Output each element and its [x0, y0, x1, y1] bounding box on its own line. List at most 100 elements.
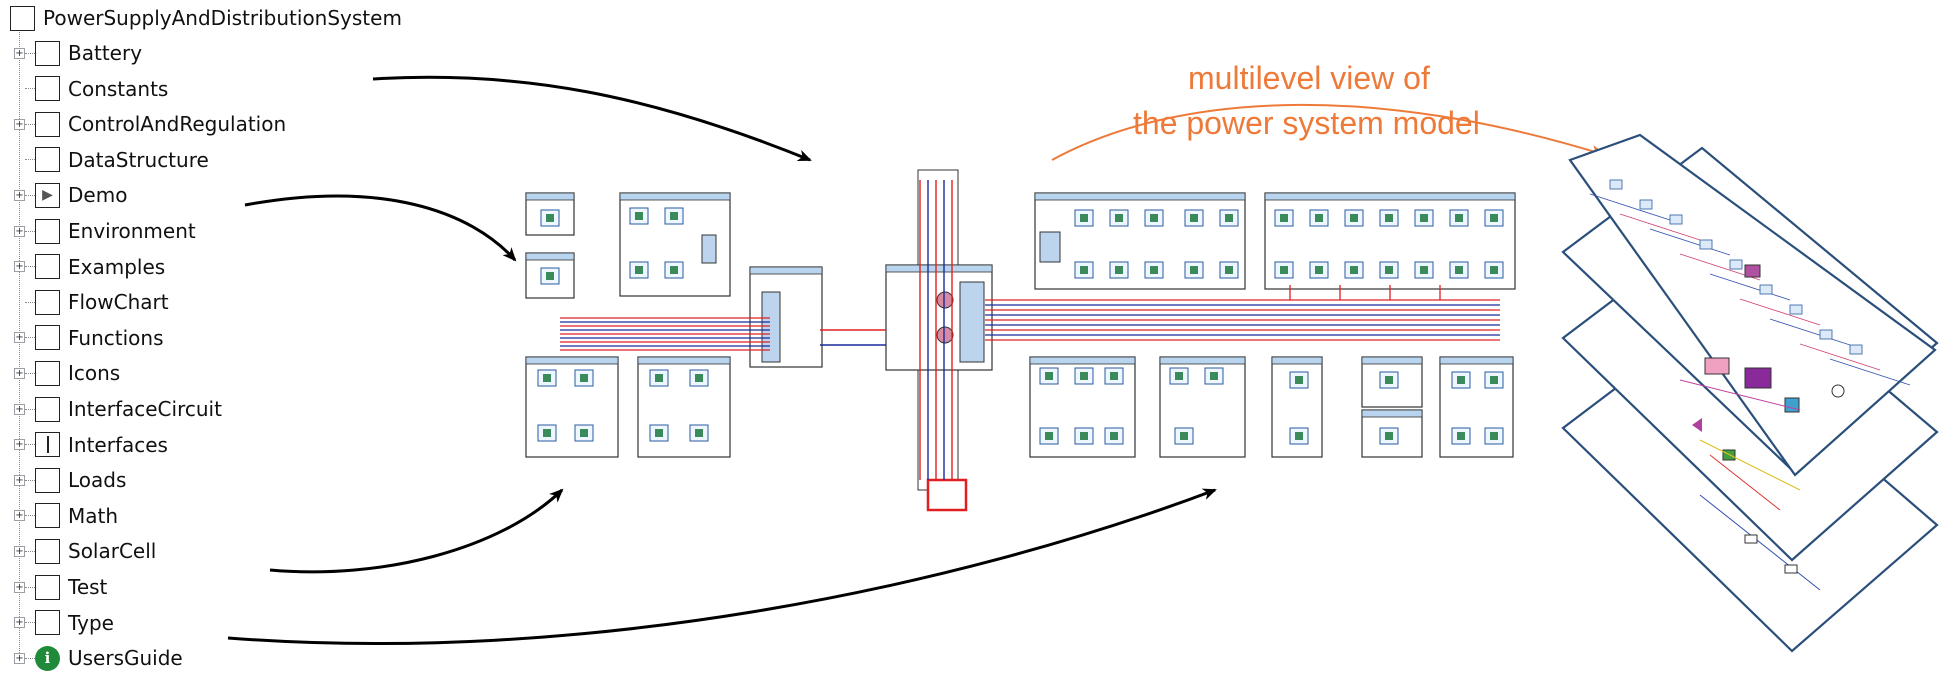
subsystem-header — [525, 252, 575, 261]
component-symbol — [1225, 266, 1233, 274]
component-symbol — [1420, 266, 1428, 274]
tree-item-examples[interactable]: + Examples — [14, 252, 165, 282]
tree-item-label: Demo — [68, 183, 128, 208]
expand-icon[interactable]: + — [14, 47, 25, 59]
subsystem-header — [749, 266, 823, 275]
component-symbol — [1190, 214, 1198, 222]
arrow-demo — [244, 194, 517, 262]
component-symbol — [1080, 214, 1088, 222]
expand-icon[interactable]: + — [14, 439, 25, 451]
component-symbol — [1150, 214, 1158, 222]
tree-item-constants[interactable]: Constants — [14, 74, 168, 104]
component-symbol — [1315, 214, 1323, 222]
component-symbol — [635, 266, 643, 274]
component-symbol — [1115, 214, 1123, 222]
component-symbol — [635, 212, 643, 220]
expand-icon[interactable]: + — [14, 261, 25, 273]
component-symbol — [1150, 266, 1158, 274]
component-symbol — [1080, 266, 1088, 274]
layer-component — [1744, 367, 1772, 389]
component-symbol — [1490, 266, 1498, 274]
tree-item-demo[interactable]: + ▶ Demo — [14, 180, 127, 210]
tree-item-solarcell[interactable]: +SolarCell — [14, 536, 156, 566]
expand-icon[interactable]: + — [14, 225, 25, 237]
component-symbol — [1490, 214, 1498, 222]
tree-item-controlandregulation[interactable]: +ControlAndRegulation — [14, 109, 286, 139]
stacked-layer-view — [1561, 133, 1939, 653]
component-symbol — [1490, 376, 1498, 384]
layer-component — [1784, 397, 1800, 413]
tree-item-battery[interactable]: + Battery — [14, 38, 142, 68]
component-symbol — [1190, 266, 1198, 274]
layer-wire — [1679, 379, 1801, 411]
component-symbol — [1457, 432, 1465, 440]
subsystem-header — [1271, 356, 1323, 365]
tree-item-math[interactable]: +Math — [14, 501, 118, 531]
tree-item-datastructure[interactable]: DataStructure — [14, 145, 209, 175]
expand-icon[interactable]: + — [14, 118, 25, 130]
component-symbol — [1385, 266, 1393, 274]
tree-item-loads[interactable]: +Loads — [14, 465, 126, 495]
component-symbol — [1385, 432, 1393, 440]
play-icon: ▶ — [35, 182, 60, 208]
tree-connector — [25, 88, 35, 90]
package-icon — [35, 111, 60, 137]
expand-icon[interactable]: + — [14, 332, 25, 344]
expand-icon[interactable]: + — [14, 403, 25, 415]
tree-connector — [25, 622, 35, 624]
layer-component — [1831, 384, 1845, 398]
expand-icon[interactable]: + — [14, 581, 25, 593]
tree-item-interfaces[interactable]: + Interfaces — [14, 430, 168, 460]
tree-item-label: Interfaces — [68, 432, 168, 457]
tree-connector — [25, 586, 35, 588]
tree-item-label: Icons — [68, 361, 121, 386]
expand-icon[interactable]: + — [14, 652, 25, 664]
tree-item-environment[interactable]: +Environment — [14, 216, 196, 246]
tree-item-interfacecircuit[interactable]: + InterfaceCircuit — [14, 394, 222, 424]
component-symbol — [1045, 372, 1053, 380]
component-symbol — [546, 272, 554, 280]
tree-item-test[interactable]: +Test — [14, 572, 107, 602]
expand-icon[interactable]: + — [14, 367, 25, 379]
component-symbol — [1457, 376, 1465, 384]
component-symbol — [1350, 266, 1358, 274]
tree-item-functions[interactable]: +Functions — [14, 323, 164, 353]
tree-root-label: PowerSupplyAndDistributionSystem — [43, 6, 402, 30]
component-symbol — [1080, 372, 1088, 380]
component-symbol — [1455, 266, 1463, 274]
layer-component — [1759, 284, 1773, 295]
expand-icon[interactable]: + — [14, 545, 25, 557]
subsystem-block — [525, 252, 575, 299]
component-symbol — [580, 374, 588, 382]
tree-item-flowchart[interactable]: FlowChart — [14, 287, 169, 317]
package-tree: PowerSupplyAndDistributionSystem + Batter… — [0, 0, 402, 678]
component-symbol — [655, 429, 663, 437]
tree-item-icons[interactable]: + Icons — [14, 358, 120, 388]
component-symbol — [1490, 432, 1498, 440]
component-symbol — [1110, 432, 1118, 440]
tree-connector — [25, 230, 35, 232]
tree-item-label: Battery — [68, 41, 143, 65]
expand-icon[interactable]: + — [14, 189, 25, 201]
package-icon — [35, 40, 60, 66]
tree-item-label: Examples — [68, 254, 166, 279]
tree-item-label: InterfaceCircuit — [68, 397, 222, 421]
layer-wire — [1649, 228, 1731, 256]
subsystem-header — [637, 356, 731, 365]
expand-icon[interactable]: + — [14, 510, 25, 522]
layer-component — [1789, 304, 1803, 315]
expand-icon[interactable]: + — [14, 474, 25, 486]
tree-connector — [25, 301, 35, 303]
subsystem-header — [1361, 409, 1423, 418]
tree-connector — [25, 479, 35, 481]
bus-block — [701, 234, 717, 264]
tree-item-type[interactable]: +Type — [14, 608, 114, 638]
layer-wire — [1769, 318, 1851, 346]
layer-wire — [1709, 273, 1791, 301]
tree-root[interactable]: PowerSupplyAndDistributionSystem — [10, 4, 402, 32]
component-symbol — [543, 429, 551, 437]
expand-icon[interactable]: + — [14, 617, 25, 629]
bus-block — [959, 281, 985, 363]
